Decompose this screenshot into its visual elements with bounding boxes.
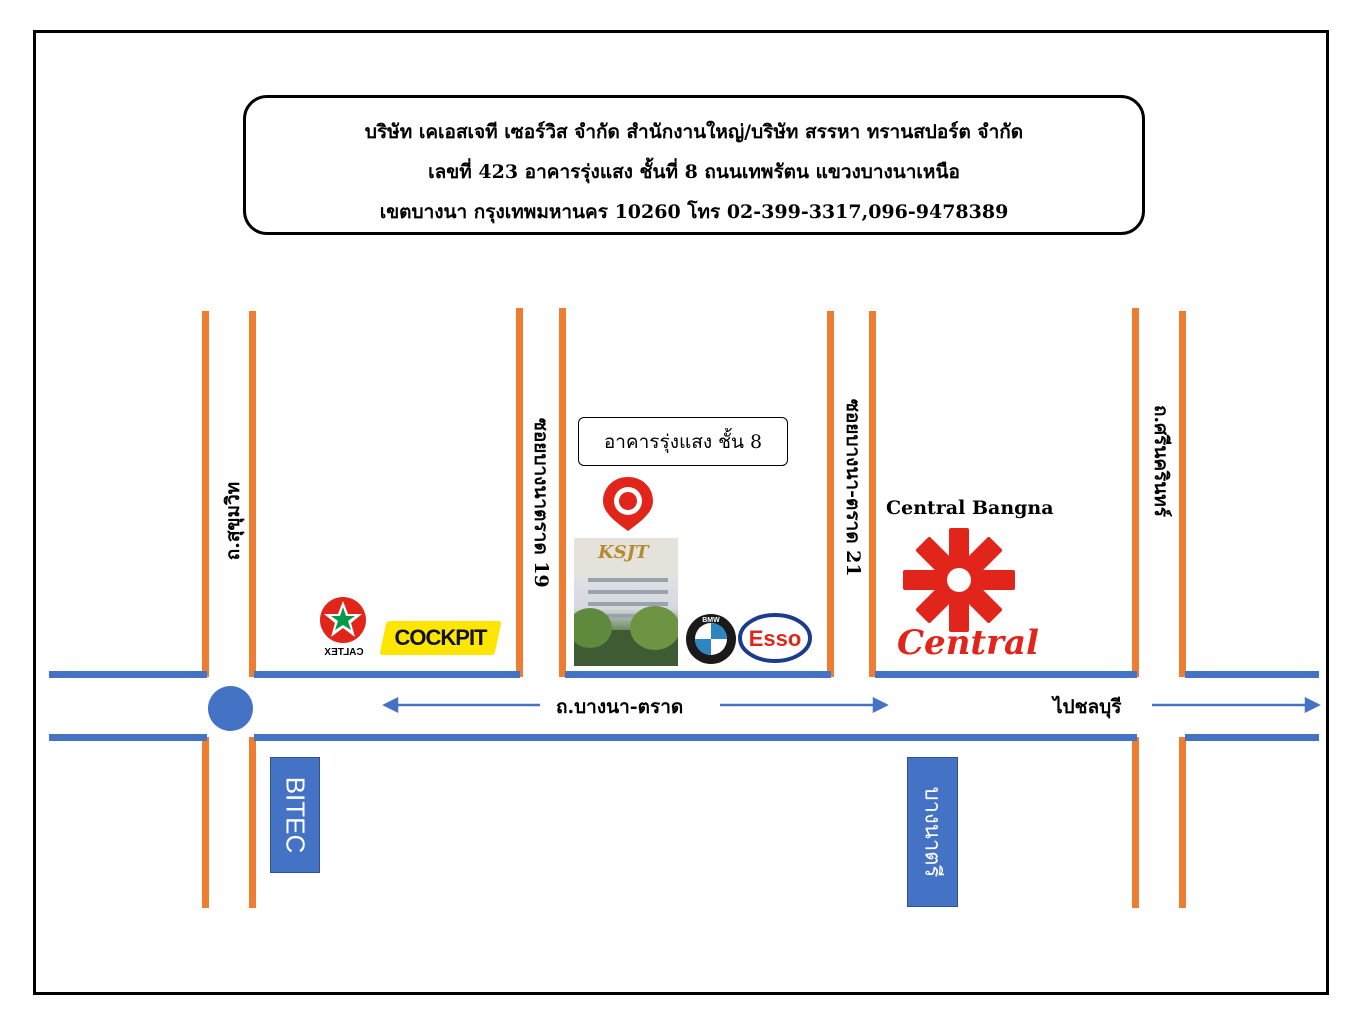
bangna-trat-north-edge-4 <box>875 671 1137 678</box>
sukhumvit-road-right-edge-south <box>249 737 256 908</box>
sukhumvit-road-left-edge-south <box>202 737 209 908</box>
soi19-label: ซอยบางนาตราด 19 <box>530 418 552 588</box>
bitec-label: BITEC <box>280 776 311 854</box>
address-box: บริษัท เคเอสเจที เซอร์วิส จำกัด สำนักงาน… <box>243 95 1145 235</box>
bmw-logo-icon: BMW <box>686 614 736 664</box>
bangna-trat-south-edge-1 <box>49 734 207 741</box>
soi21-left-edge <box>827 311 834 677</box>
central-logo-word: Central <box>897 623 1039 663</box>
district-phone-line: เขตบางนา กรุงเทพมหานคร 10260 โทร 02-399-… <box>379 201 1009 223</box>
svg-text:BMW: BMW <box>702 617 720 624</box>
address-line: เลขที่ 423 อาคารรุ่งแสง ชั้นที่ 8 ถนนเทพ… <box>428 161 960 183</box>
bitec-box: BITEC <box>270 757 320 873</box>
soi19-right-edge <box>559 308 566 677</box>
bangna-trat-north-edge-1 <box>49 671 207 678</box>
central-logo-icon <box>903 528 1015 632</box>
ksjt-logo-icon: KSJT <box>598 542 649 563</box>
location-pin-icon <box>603 477 653 531</box>
sukhumvit-label: ถ.สุขุมวิท <box>222 481 244 561</box>
srinakarin-left-edge <box>1132 308 1139 677</box>
soi19-left-edge <box>516 308 523 677</box>
map-frame <box>33 30 1329 995</box>
company-name: บริษัท เคเอสเจที เซอร์วิส จำกัด สำนักงาน… <box>364 121 1024 143</box>
bangna-trat-road-label: ถ.บางนา-ตราด <box>556 696 684 718</box>
building-photo: KSJT <box>574 538 678 666</box>
central-bangna-title: Central Bangna <box>886 497 1054 519</box>
esso-label: Esso <box>749 626 802 651</box>
caltex-logo-icon <box>320 597 366 643</box>
bangna-trat-north-edge-5 <box>1185 671 1319 678</box>
srinakarin-right-edge-south <box>1179 737 1186 908</box>
intersection-circle <box>208 686 253 731</box>
esso-logo-icon: Esso <box>738 613 812 663</box>
to-chonburi-label: ไปชลบุรี <box>1053 696 1122 718</box>
srinakarin-left-edge-south <box>1132 737 1139 908</box>
sukhumvit-road-left-edge <box>202 311 209 677</box>
sukhumvit-road-right-edge <box>249 311 256 677</box>
building-label: อาคารรุ่งแสง ชั้น 8 <box>578 417 788 466</box>
cockpit-label: COCKPIT <box>394 625 487 650</box>
bangna-trat-south-edge-3 <box>1185 734 1319 741</box>
bangna-trat-north-edge-3 <box>565 671 831 678</box>
srinakarin-label: ถ.ศรีนครินทร์ <box>1150 404 1172 517</box>
srinakarin-right-edge <box>1179 311 1186 677</box>
soi21-label: ซอยบางนา-ตราด 21 <box>842 399 864 577</box>
soi21-right-edge <box>869 311 876 677</box>
caltex-label: CALTEX <box>324 647 364 658</box>
bangna-trat-north-edge-2 <box>254 671 520 678</box>
bang-na-station-box: บางนาตรี <box>907 757 958 907</box>
cockpit-logo: COCKPIT <box>379 621 502 655</box>
bangna-trat-south-edge-2 <box>254 734 1137 741</box>
bang-na-station-label: บางนาตรี <box>919 786 944 878</box>
